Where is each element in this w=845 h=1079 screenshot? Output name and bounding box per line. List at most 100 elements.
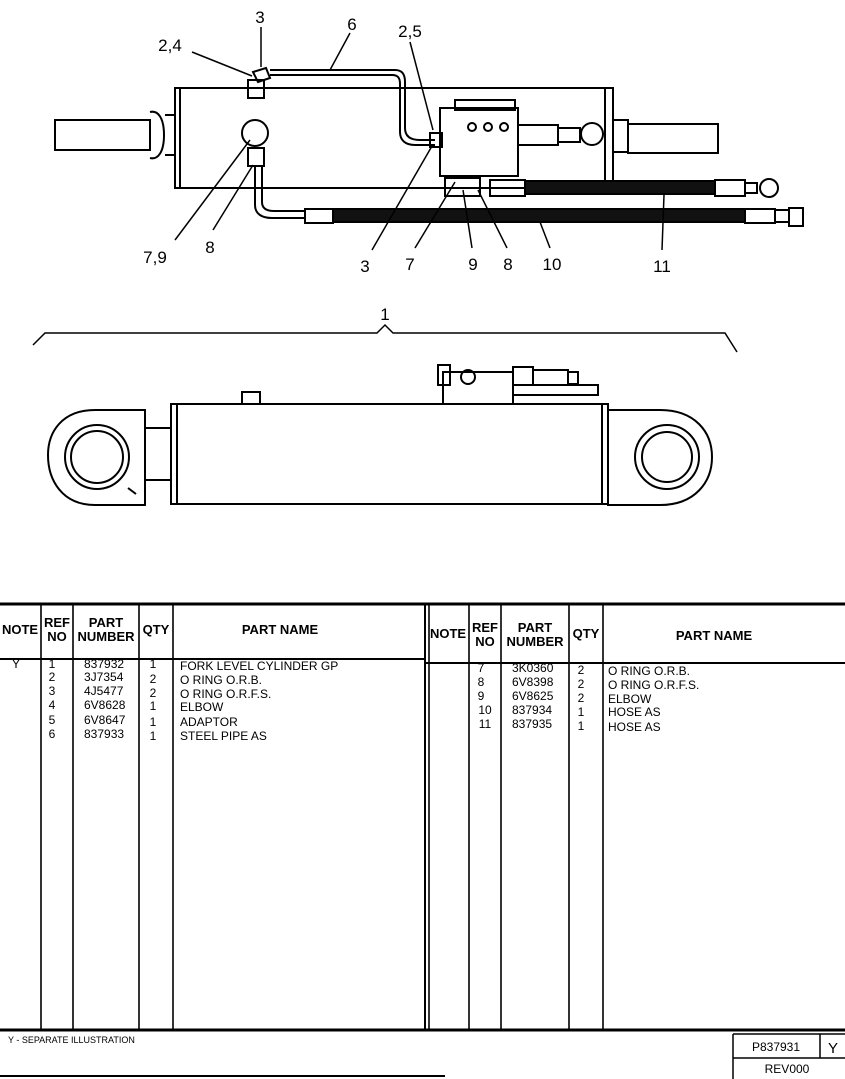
steel-pipe <box>270 69 435 141</box>
header-part-right-2: NUMBER <box>506 634 564 649</box>
svg-text:5: 5 <box>49 713 56 727</box>
header-ref-right-2: NO <box>475 634 495 649</box>
svg-text:6: 6 <box>49 727 56 741</box>
svg-text:837933: 837933 <box>84 727 124 741</box>
svg-text:1: 1 <box>150 699 157 713</box>
svg-text:837935: 837935 <box>512 717 552 731</box>
svg-text:3K0360: 3K0360 <box>512 661 554 675</box>
callout-8a: 8 <box>205 238 214 257</box>
cylinder-barrel <box>174 87 614 189</box>
svg-text:HOSE AS: HOSE AS <box>608 720 661 734</box>
svg-text:1: 1 <box>49 657 56 671</box>
hose-10 <box>304 208 334 224</box>
header-ref-left-2: NO <box>47 629 67 644</box>
table-row: 3 4J5477 2 O RING O.R.F.S. <box>49 684 272 701</box>
callout-9: 9 <box>468 255 477 274</box>
header-ref-left-1: REF <box>44 615 70 630</box>
svg-text:837932: 837932 <box>84 657 124 671</box>
left-rod-eye <box>54 119 151 151</box>
svg-text:11: 11 <box>479 717 492 731</box>
parts-table: NOTE REF NO PART NUMBER QTY PART NAME NO… <box>0 602 845 1032</box>
header-part-left-1: PART <box>89 615 123 630</box>
svg-text:2: 2 <box>150 672 157 686</box>
svg-text:1: 1 <box>578 705 585 719</box>
callout-2-5: 2,5 <box>398 22 422 41</box>
doc-flag: Y <box>828 1040 838 1057</box>
svg-text:O RING O.R.B.: O RING O.R.B. <box>608 664 690 678</box>
svg-text:2: 2 <box>578 663 585 677</box>
table-row: 7 3K0360 2 O RING O.R.B. <box>478 661 690 678</box>
table-row: 6 837933 1 STEEL PIPE AS <box>49 727 267 743</box>
table-row: 8 6V8398 2 O RING O.R.F.S. <box>478 675 700 692</box>
doc-number: P837931 <box>752 1040 800 1054</box>
svg-text:6V8647: 6V8647 <box>84 713 126 727</box>
header-qty-left: QTY <box>143 622 170 637</box>
svg-text:3J7354: 3J7354 <box>84 670 124 684</box>
hose-11 <box>444 177 481 197</box>
assembled-cylinder-illustration <box>46 364 714 506</box>
svg-text:4J5477: 4J5477 <box>84 684 124 698</box>
callout-10: 10 <box>543 255 562 274</box>
svg-text:2: 2 <box>49 670 56 684</box>
table-row: 2 3J7354 2 O RING O.R.B. <box>49 670 262 687</box>
svg-text:2: 2 <box>150 686 157 700</box>
header-part-right-1: PART <box>518 620 552 635</box>
svg-text:1: 1 <box>150 715 157 729</box>
svg-text:1: 1 <box>578 719 585 733</box>
header-name-right: PART NAME <box>676 628 753 643</box>
svg-text:ADAPTOR: ADAPTOR <box>180 715 238 729</box>
svg-text:Y: Y <box>12 657 20 671</box>
svg-text:4: 4 <box>49 698 56 712</box>
valve-block <box>439 107 519 177</box>
callout-leaders <box>174 27 665 251</box>
svg-text:ELBOW: ELBOW <box>608 692 652 706</box>
header-part-left-2: NUMBER <box>77 629 135 644</box>
callout-group-1: 1 <box>380 305 389 324</box>
callout-3b: 3 <box>360 257 369 276</box>
port-fitting <box>241 119 269 147</box>
svg-text:8: 8 <box>478 675 485 689</box>
header-note-left: NOTE <box>2 622 38 637</box>
svg-text:2: 2 <box>578 677 585 691</box>
table-row: 9 6V8625 2 ELBOW <box>478 689 652 706</box>
table-row: 4 6V8628 1 ELBOW <box>49 698 224 714</box>
svg-text:1: 1 <box>150 729 157 743</box>
svg-text:2: 2 <box>578 691 585 705</box>
svg-text:HOSE AS: HOSE AS <box>608 705 661 719</box>
svg-text:9: 9 <box>478 689 485 703</box>
right-rod-eye <box>613 119 629 153</box>
exploded-cylinder-illustration <box>54 66 804 227</box>
callout-numbers: 3 2,4 6 2,5 7,9 8 3 7 9 8 10 11 <box>143 8 671 276</box>
footer: Y - SEPARATE ILLUSTRATION P837931 Y REV0… <box>0 1033 845 1079</box>
header-name-left: PART NAME <box>242 622 319 637</box>
callout-8b: 8 <box>503 255 512 274</box>
svg-text:837934: 837934 <box>512 703 552 717</box>
lower-pipe <box>254 166 305 219</box>
svg-text:FORK LEVEL CYLINDER GP: FORK LEVEL CYLINDER GP <box>180 659 338 673</box>
callout-3a: 3 <box>255 8 264 27</box>
callout-7: 7 <box>405 255 414 274</box>
footer-note: Y - SEPARATE ILLUSTRATION <box>8 1035 135 1045</box>
header-ref-right-1: REF <box>472 620 498 635</box>
svg-text:10: 10 <box>478 703 492 717</box>
table-row: 5 6V8647 1 ADAPTOR <box>49 713 238 729</box>
group-brace <box>32 323 738 353</box>
table-row: 10 837934 1 HOSE AS <box>478 703 660 719</box>
svg-text:3: 3 <box>49 684 56 698</box>
callout-6: 6 <box>347 15 356 34</box>
svg-text:O RING O.R.F.S.: O RING O.R.F.S. <box>180 687 271 701</box>
revision: REV000 <box>765 1062 810 1076</box>
assembled-barrel <box>170 403 609 505</box>
table-row: Y 1 837932 1 FORK LEVEL CYLINDER GP <box>12 657 338 673</box>
callout-11: 11 <box>653 257 671 276</box>
callout-7-9: 7,9 <box>143 248 167 267</box>
header-qty-right: QTY <box>573 626 600 641</box>
svg-text:6V8628: 6V8628 <box>84 698 126 712</box>
svg-text:1: 1 <box>150 657 157 671</box>
svg-text:O RING O.R.B.: O RING O.R.B. <box>180 673 262 687</box>
assembled-valve <box>442 371 514 405</box>
header-note-right: NOTE <box>430 626 466 641</box>
svg-text:7: 7 <box>478 661 485 675</box>
svg-text:6V8398: 6V8398 <box>512 675 554 689</box>
callout-2-4: 2,4 <box>158 36 182 55</box>
